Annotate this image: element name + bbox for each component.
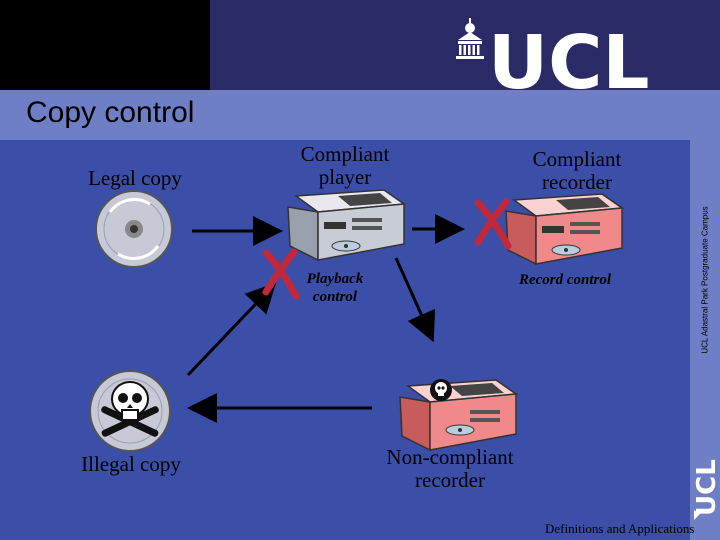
compliant-player-label: Compliant player	[300, 142, 390, 189]
illegal-copy-disc-icon	[89, 370, 171, 452]
noncompliant-recorder-icon	[399, 379, 519, 452]
legal-copy-label: Legal copy	[88, 166, 182, 190]
ucl-side-logo: UCL	[692, 459, 720, 520]
right-strip	[690, 140, 720, 540]
copy-control-diagram	[89, 189, 625, 452]
legal-copy-disc-icon	[95, 190, 173, 268]
svg-text:UCL: UCL	[488, 20, 650, 94]
compliant-recorder-label: Compliant recorder	[532, 147, 622, 194]
record-control-label: Record control	[518, 272, 612, 288]
portico-icon	[694, 510, 700, 520]
skull-icon	[430, 379, 452, 401]
title-band	[0, 90, 720, 140]
arrow-illegal-to-player	[186, 282, 277, 377]
portico-icon	[456, 18, 484, 59]
campus-side-text: UCL Adastral Park Postgraduate Campus	[700, 206, 710, 354]
footer-text: Definitions and Applications	[545, 521, 695, 536]
header-black-block	[0, 0, 210, 90]
compliant-player-icon	[287, 189, 407, 262]
slide-title: Copy control	[26, 96, 195, 129]
illegal-copy-label: Illegal copy	[81, 452, 181, 476]
ucl-logo: UCL	[456, 18, 650, 94]
blocked-cross-icon	[474, 198, 512, 250]
blocked-cross-icon	[262, 248, 300, 300]
noncompliant-recorder-label: Non-compliant recorder	[386, 445, 514, 492]
playback-control-label: Playback control	[306, 271, 364, 305]
svg-text:UCL: UCL	[692, 459, 720, 516]
arrow-legal-to-noncompliant	[394, 257, 436, 343]
compliant-recorder-icon	[505, 193, 625, 266]
